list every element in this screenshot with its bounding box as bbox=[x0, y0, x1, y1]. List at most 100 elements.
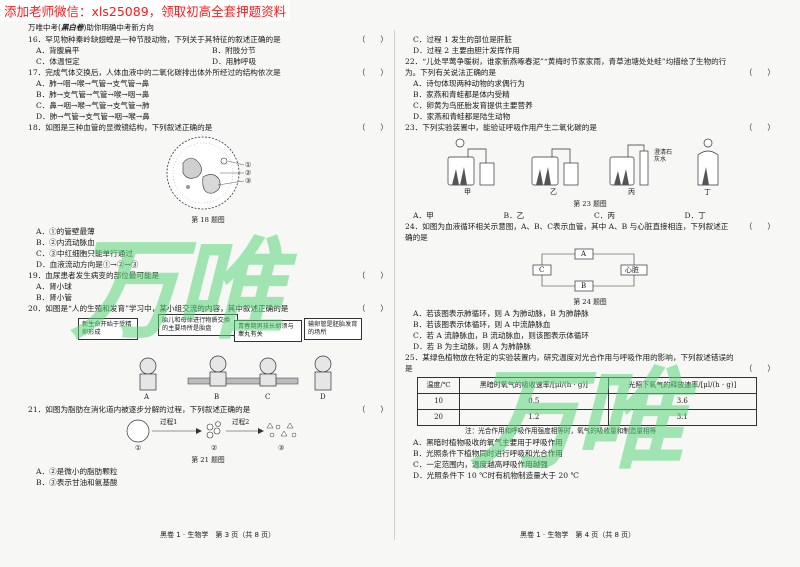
q18-label-1: ① bbox=[245, 161, 252, 169]
watermark-left: 万唯 bbox=[70, 226, 284, 354]
q16-option-b: B．附肢分节 bbox=[212, 46, 256, 55]
q21-option-c: C．过程 1 发生的部位是肝脏 bbox=[413, 35, 512, 44]
q16-answer-bracket: （ ） bbox=[357, 35, 388, 44]
table-cell: 10 bbox=[416, 393, 461, 410]
question-20: 20．如图是“人的生殖和发育”学习中，某小组交流的内容，其中叙述正确的是 （ ）… bbox=[28, 303, 388, 402]
q20-bubble-c: 青春期男孩长胡须与睾丸有关 bbox=[234, 320, 302, 342]
question-23: 23．下列实验装置中，能验证呼吸作用产生二氧化碳的是 （ ） bbox=[405, 122, 775, 221]
question-25: 25．某绿色植物放在特定的实验装置内，研究温度对光合作用与呼吸作用的影响，下列叙… bbox=[405, 352, 775, 481]
q22-option-d: D．家燕和青蛙都是陆生动物 bbox=[413, 112, 511, 121]
q23-option-b: B．乙 bbox=[503, 211, 525, 220]
q20-bubble-d: 输卵管是胚胎发育的场所 bbox=[304, 318, 362, 340]
q18-label-2: ② bbox=[245, 169, 252, 177]
q23-tag-bing: 丙 bbox=[628, 188, 635, 196]
q17-option-b: B．肺→支气管→气管→喉→咽→鼻 bbox=[36, 90, 150, 99]
q18-option-c: C．③中红细胞只能单行通过 bbox=[36, 249, 133, 258]
q21-stem: 21．如图为脂肪在消化道内被逐步分解的过程，下列叙述正确的是 bbox=[28, 405, 251, 414]
fat-digestion-diagram bbox=[126, 419, 297, 443]
q18-option-d: D．血液流动方向是①→②→③ bbox=[36, 260, 139, 269]
q23-tag-jia: 甲 bbox=[464, 188, 471, 196]
q24-answer-bracket: （ ） bbox=[744, 222, 775, 231]
q24-circulation-figure: A B C 心脏 bbox=[525, 245, 655, 295]
page-divider bbox=[394, 30, 395, 540]
q21-option-b: B．③表示甘油和氨基酸 bbox=[36, 478, 118, 487]
q20-discussion-figure: 新生命开始于受精卵形成 胎儿和母体进行物质交换的主要场所是胎盘 青春期男孩长胡须… bbox=[38, 314, 378, 402]
question-22: 22．“儿处早莺争暖树，谁家新燕啄春泥”“黄梅时节家家雨，青草池塘处处蛙”均描绘… bbox=[405, 56, 775, 122]
q16-option-a: A．背腹扁平 bbox=[36, 46, 80, 55]
q18-caption: 第 18 题图 bbox=[191, 216, 225, 224]
q23-option-d: D．丁 bbox=[684, 211, 706, 220]
question-18: 18．如图是三种血管的显微镜结构，下列叙述正确的是 （ ） ① ② ③ bbox=[28, 122, 388, 270]
table-row: 10 0.5 3.6 bbox=[416, 393, 758, 410]
q17-stem: 17．完成气体交换后，人体血液中的二氧化碳排出体外所经过的结构依次是 bbox=[28, 68, 281, 77]
table-row: 20 1.2 3.1 bbox=[416, 409, 758, 426]
q22-stem: 22．“儿处早莺争暖树，谁家新燕啄春泥”“黄梅时节家家雨，青草池塘处处蛙”均描绘… bbox=[405, 57, 727, 77]
question-17: 17．完成气体交换后，人体血液中的二氧化碳排出体外所经过的结构依次是 （ ） A… bbox=[28, 67, 388, 122]
q22-option-c: C．卵黄为鸟胚胎发育提供主要营养 bbox=[413, 101, 533, 110]
q16-option-d: D．用肺呼吸 bbox=[212, 57, 257, 66]
q24-option-a: A．若该图表示肺循环，则 A 为肺动脉，B 为肺静脉 bbox=[413, 309, 589, 318]
q18-stem: 18．如图是三种血管的显微镜结构，下列叙述正确的是 bbox=[28, 123, 213, 132]
watermark-right: 万唯 bbox=[470, 356, 684, 484]
q25-option-d: D．光照条件下 10 ℃时有机物制造量大于 20 ℃ bbox=[413, 471, 579, 480]
question-16: 16．罕见物种秦岭缺翅蝗是一种节肢动物，下列关于其特征的叙述正确的是 （ ） A… bbox=[28, 34, 388, 67]
q18-answer-bracket: （ ） bbox=[357, 123, 388, 132]
q21-process-1: 过程1 bbox=[160, 418, 178, 426]
header-suffix: 助你明确中考新方向 bbox=[86, 23, 154, 32]
q22-answer-bracket: （ ） bbox=[744, 68, 775, 77]
q21-option-d: D．过程 2 主要由胆汁发挥作用 bbox=[413, 46, 520, 55]
table-cell: 20 bbox=[416, 409, 461, 426]
page-header: 万唯中考(黑白卷)助你明确中考新方向 bbox=[28, 23, 154, 32]
q22-option-b: B．家燕和青蛙都是体内受精 bbox=[413, 90, 510, 99]
q25-answer-bracket: （ ） bbox=[744, 364, 775, 373]
q22-option-a: A．诗句体现两种动物的求偶行为 bbox=[413, 79, 525, 88]
q17-option-c: C．鼻→咽→喉→气管→支气管→肺 bbox=[36, 101, 150, 110]
q20-name-a: A bbox=[144, 393, 150, 401]
q17-option-a: A．肺→咽→喉→气管→支气管→鼻 bbox=[36, 79, 150, 88]
q19-stem: 19．血尿患者发生病变的部位最可能是 bbox=[28, 271, 160, 280]
q25-option-b: B．光照条件下植物同时进行呼吸和光合作用 bbox=[413, 449, 563, 458]
q24-stem: 24．如图为血液循环相关示意图，A、B、C表示血管，其中 A、B 与心脏直接相连… bbox=[405, 222, 729, 242]
q21-caption: 第 21 题图 bbox=[191, 456, 225, 464]
q17-answer-bracket: （ ） bbox=[357, 68, 388, 77]
q20-bubble-a: 新生命开始于受精卵形成 bbox=[78, 318, 138, 340]
q24-node-heart: 心脏 bbox=[625, 266, 639, 274]
q23-stem: 23．下列实验装置中，能验证呼吸作用产生二氧化碳的是 bbox=[405, 123, 597, 132]
left-page-footer: 黑卷 1 · 生物学 第 3 页（共 8 页） bbox=[160, 531, 276, 539]
q21-label-3: ③ bbox=[278, 444, 285, 452]
question-19: 19．血尿患者发生病变的部位最可能是 （ ） A．肾小球 B．肾小管 bbox=[28, 270, 388, 303]
q23-answer-bracket: （ ） bbox=[744, 123, 775, 132]
experiment-apparatus-diagram bbox=[447, 138, 719, 186]
students-illustration bbox=[139, 355, 332, 391]
header-prefix: 万唯中考 bbox=[28, 23, 58, 32]
q24-node-a: A bbox=[581, 250, 587, 258]
q20-name-c: C bbox=[265, 393, 271, 401]
q21-answer-bracket: （ ） bbox=[357, 405, 388, 414]
header-brand: 黑白卷 bbox=[60, 23, 84, 32]
q23-tag-yi: 乙 bbox=[550, 188, 557, 196]
q25-stem: 25．某绿色植物放在特定的实验装置内，研究温度对光合作用与呼吸作用的影响，下列叙… bbox=[405, 353, 734, 373]
q19-option-a: A．肾小球 bbox=[36, 282, 72, 291]
q20-name-d: D bbox=[320, 393, 326, 401]
right-column: C．过程 1 发生的部位是肝脏 D．过程 2 主要由胆汁发挥作用 22．“儿处早… bbox=[405, 34, 775, 481]
table-cell: 3.1 bbox=[607, 409, 758, 426]
q19-answer-bracket: （ ） bbox=[357, 271, 388, 280]
q16-option-c: C．体温恒定 bbox=[36, 57, 80, 66]
q21-label-2: ② bbox=[211, 444, 218, 452]
q21-process-2: 过程2 bbox=[232, 418, 250, 426]
question-24: 24．如图为血液循环相关示意图，A、B、C表示血管，其中 A、B 与心脏直接相连… bbox=[405, 221, 775, 352]
q18-option-b: B．②内流动脉血 bbox=[36, 238, 95, 247]
right-page-footer: 黑卷 1 · 生物学 第 4 页（共 8 页） bbox=[520, 531, 636, 539]
q21-label-1: ① bbox=[135, 444, 142, 452]
q18-blood-vessel-figure: ① ② ③ bbox=[148, 135, 268, 213]
q23-option-a: A．甲 bbox=[413, 211, 434, 220]
q19-option-b: B．肾小管 bbox=[36, 293, 72, 302]
q24-option-b: B．若该图表示体循环，则 A 中流静脉血 bbox=[413, 320, 551, 329]
q24-node-c: C bbox=[539, 266, 545, 274]
q24-caption: 第 24 题图 bbox=[573, 298, 607, 306]
promo-banner: 添加老师微信：xls25089，领取初高全套押题资料 bbox=[0, 0, 291, 21]
q16-stem: 16．罕见物种秦岭缺翅蝗是一种节肢动物，下列关于其特征的叙述正确的是 bbox=[28, 35, 281, 44]
q23-caption: 第 23 题图 bbox=[573, 200, 607, 208]
table-header: 温度/℃ bbox=[416, 377, 461, 394]
